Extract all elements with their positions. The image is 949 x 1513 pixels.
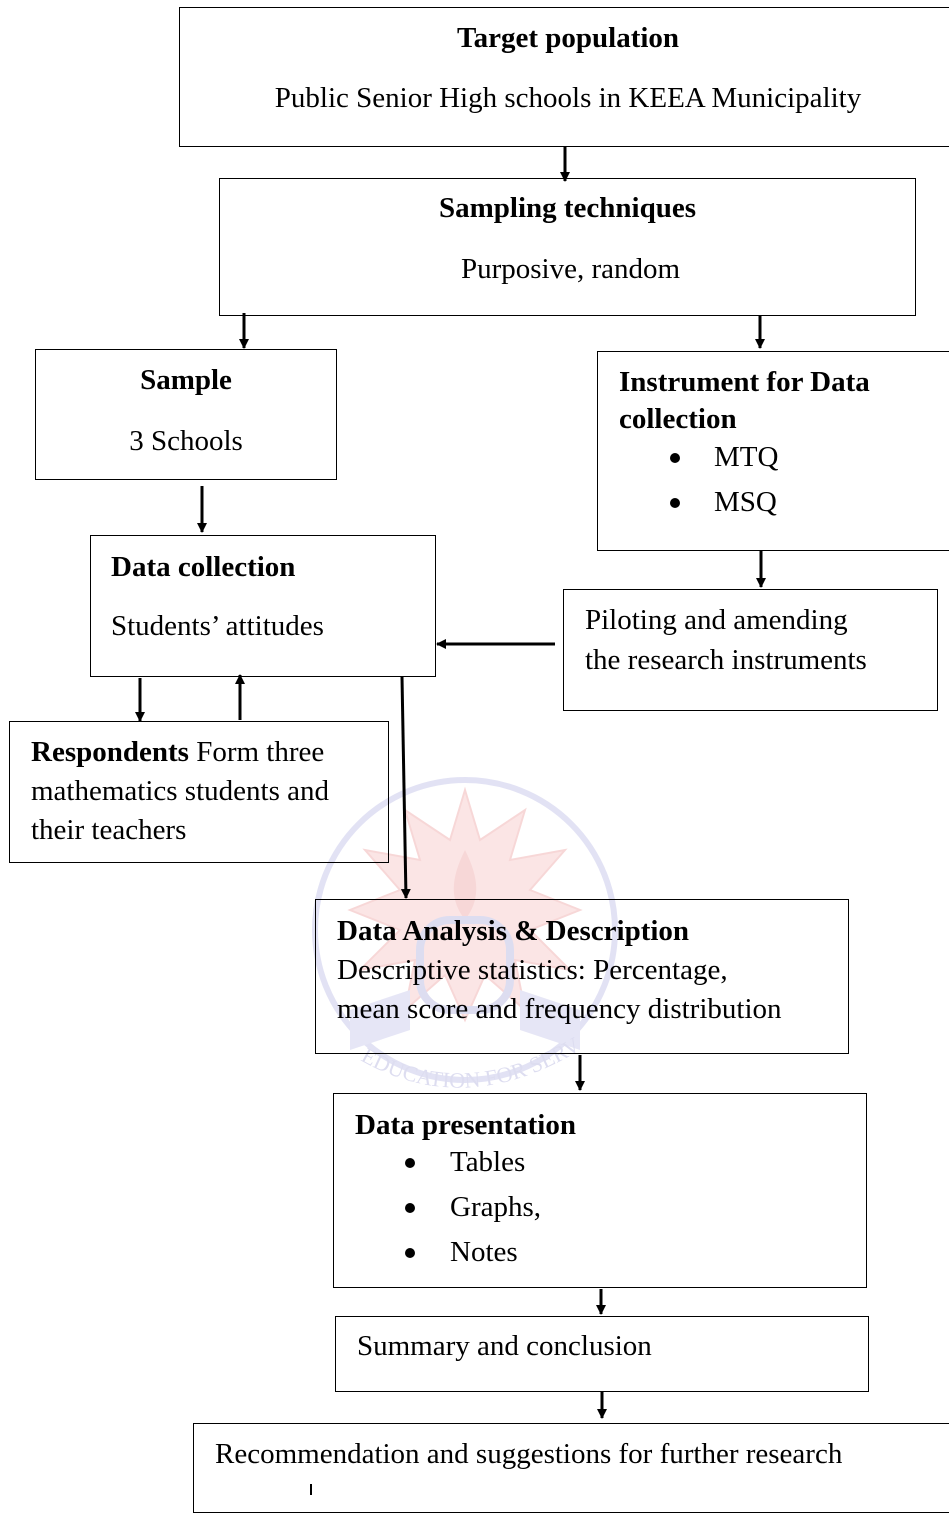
data-collection-text: Students’ attitudes: [111, 610, 324, 642]
presentation-item: Graphs,: [450, 1191, 542, 1223]
respondents-line1-rest: Form three: [188, 736, 325, 768]
sampling-techniques-text: Purposive, random: [460, 253, 681, 285]
presentation-item: Tables: [450, 1146, 526, 1178]
respondents-line2: mathematics students and: [31, 775, 329, 807]
respondents-box: [9, 721, 389, 863]
sampling-techniques-box: [219, 178, 916, 316]
bullet-icon: [405, 1203, 415, 1213]
data-analysis-line1: Descriptive statistics: Percentage,: [337, 954, 728, 986]
piloting-line2: the research instruments: [585, 644, 867, 676]
data-analysis-box: [315, 899, 849, 1054]
arrow-collection-to-analysis: [400, 676, 411, 899]
data-presentation-title: Data presentation: [355, 1109, 576, 1141]
target-population-title: Target population: [456, 22, 680, 54]
sample-box: [35, 349, 337, 480]
respondents-line1: Respondents Form three: [31, 738, 324, 767]
data-analysis-title: Data Analysis & Description: [337, 915, 690, 947]
bullet-icon: [405, 1158, 415, 1168]
instrument-item: MTQ: [714, 441, 779, 473]
data-analysis-line2: mean score and frequency distribution: [337, 993, 782, 1025]
instrument-box: [597, 351, 949, 551]
sampling-techniques-title: Sampling techniques: [438, 192, 697, 224]
respondents-title: Respondents: [31, 736, 189, 768]
sample-title: Sample: [140, 364, 232, 396]
target-population-text: Public Senior High schools in KEEA Munic…: [274, 82, 862, 114]
instrument-title-line2: collection: [619, 403, 737, 435]
bullet-icon: [405, 1248, 415, 1258]
bullet-icon: [670, 453, 680, 463]
respondents-line3: their teachers: [31, 814, 187, 846]
presentation-item: Notes: [450, 1236, 518, 1268]
instrument-item: MSQ: [714, 486, 777, 518]
sample-text: 3 Schools: [129, 425, 243, 457]
piloting-box: [563, 589, 938, 711]
target-population-box: [179, 7, 949, 147]
summary-box: [335, 1316, 869, 1392]
instrument-title-line1: Instrument for Data: [619, 366, 870, 398]
data-collection-title: Data collection: [111, 551, 296, 583]
data-presentation-box: [333, 1093, 867, 1288]
watermark-seal-icon: EDUCATION FOR SERVICE: [300, 760, 618, 1093]
data-collection-box: [90, 535, 436, 677]
recommendation-text: Recommendation and suggestions for furth…: [215, 1438, 843, 1470]
piloting-line1: Piloting and amending: [585, 604, 848, 636]
summary-text: Summary and conclusion: [357, 1330, 652, 1362]
bullet-icon: [670, 498, 680, 508]
